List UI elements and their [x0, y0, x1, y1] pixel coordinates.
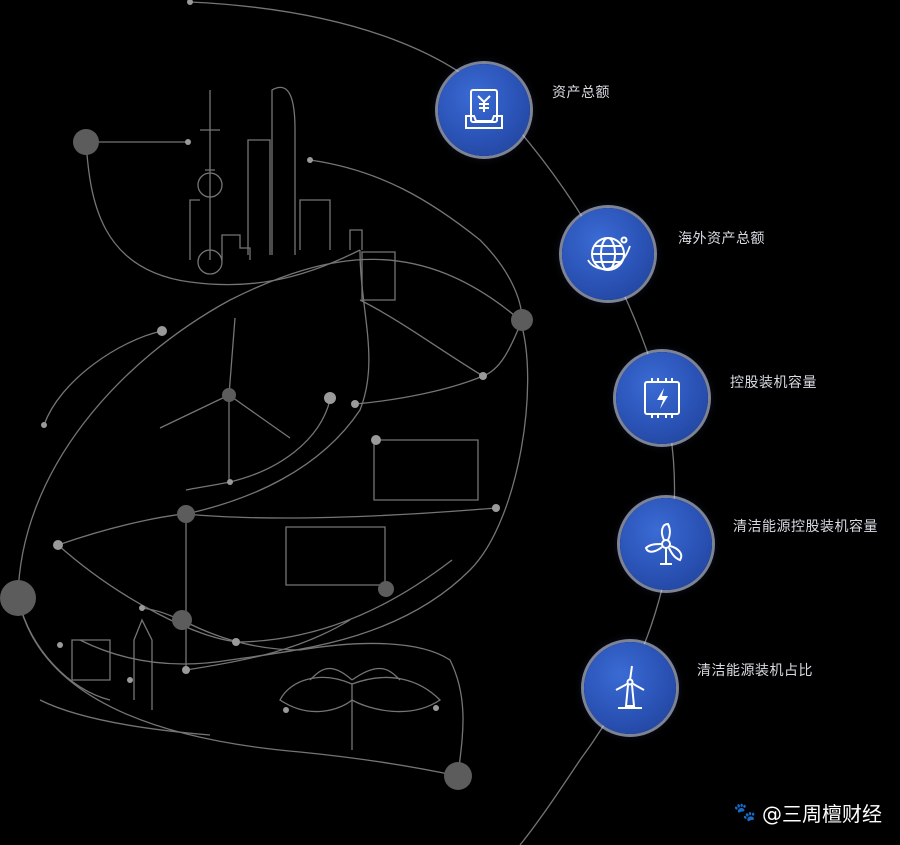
node-holding-capacity[interactable]: [616, 352, 708, 444]
node-label-holding-capacity: 控股装机容量: [730, 375, 817, 391]
paw-icon: 🐾: [733, 802, 756, 823]
node-clean-energy-ratio[interactable]: [584, 642, 676, 734]
node-label-total-assets: 资产总额: [552, 85, 610, 101]
wind-turbine-icon: [615, 665, 645, 709]
globe-icon: [587, 236, 631, 271]
watermark-text: @三周檀财经: [762, 802, 882, 826]
node-total-assets[interactable]: [438, 64, 530, 156]
node-label-overseas-assets: 海外资产总额: [678, 231, 765, 247]
node-clean-energy-capacity[interactable]: [620, 498, 712, 590]
fan-icon: [644, 522, 683, 565]
watermark: 🐾 @三周檀财经: [734, 798, 882, 827]
node-label-clean-energy-capacity: 清洁能源控股装机容量: [733, 519, 878, 535]
yuan-document-icon: [465, 89, 503, 129]
battery-chip-icon: [644, 378, 680, 418]
node-overseas-assets[interactable]: [562, 208, 654, 300]
node-label-clean-energy-ratio: 清洁能源装机占比: [697, 663, 813, 679]
